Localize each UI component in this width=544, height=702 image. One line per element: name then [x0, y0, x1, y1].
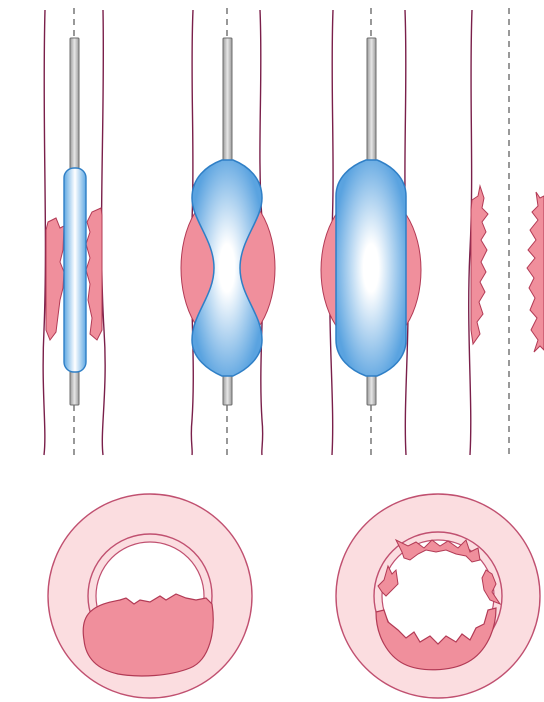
plaque: [83, 594, 213, 676]
balloon: [336, 160, 406, 376]
cross-section-after: [336, 494, 540, 698]
vessel-wall-left: [43, 10, 45, 455]
panel-stage-2: [181, 8, 275, 455]
cross-section-before: [48, 494, 252, 698]
plaque-fragment: [527, 192, 544, 352]
plaque: [86, 208, 102, 340]
plaque-fragment: [471, 186, 488, 344]
panel-stage-4: [469, 8, 544, 455]
balloon: [64, 168, 86, 372]
panel-stage-1: [43, 8, 105, 455]
panel-stage-3: [321, 8, 421, 455]
plaque: [46, 218, 64, 340]
